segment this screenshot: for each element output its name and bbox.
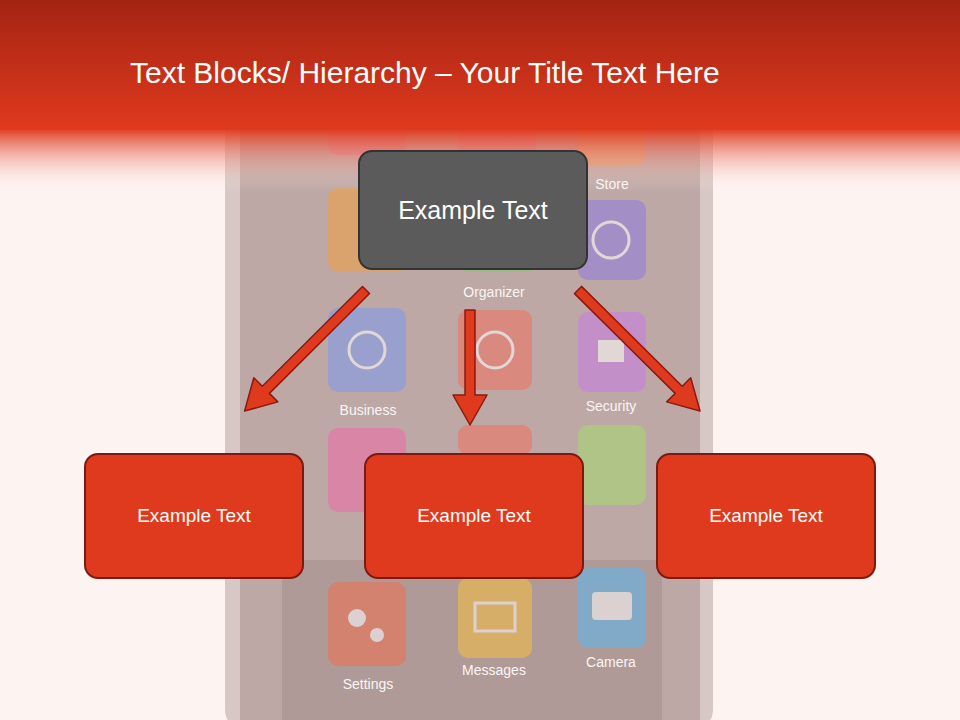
slide-title: Text Blocks/ Hierarchy – Your Title Text…: [130, 56, 720, 90]
box-text: Example Text: [398, 196, 548, 225]
child-box: Example Text: [656, 453, 876, 579]
app-label: Store: [595, 176, 628, 192]
box-text: Example Text: [417, 505, 531, 527]
app-label: Organizer: [463, 284, 524, 300]
app-label: Security: [586, 398, 637, 414]
child-box: Example Text: [84, 453, 304, 579]
app-label: Settings: [343, 676, 394, 692]
hierarchy-arrow: [453, 310, 487, 425]
box-text: Example Text: [709, 505, 823, 527]
app-label: Camera: [586, 654, 636, 670]
hierarchy-arrow: [575, 286, 701, 411]
box-text: Example Text: [137, 505, 251, 527]
parent-box: Example Text: [358, 150, 588, 270]
app-label: Messages: [462, 662, 526, 678]
hierarchy-arrow: [245, 287, 370, 412]
child-box: Example Text: [364, 453, 584, 579]
app-label: Business: [340, 402, 397, 418]
